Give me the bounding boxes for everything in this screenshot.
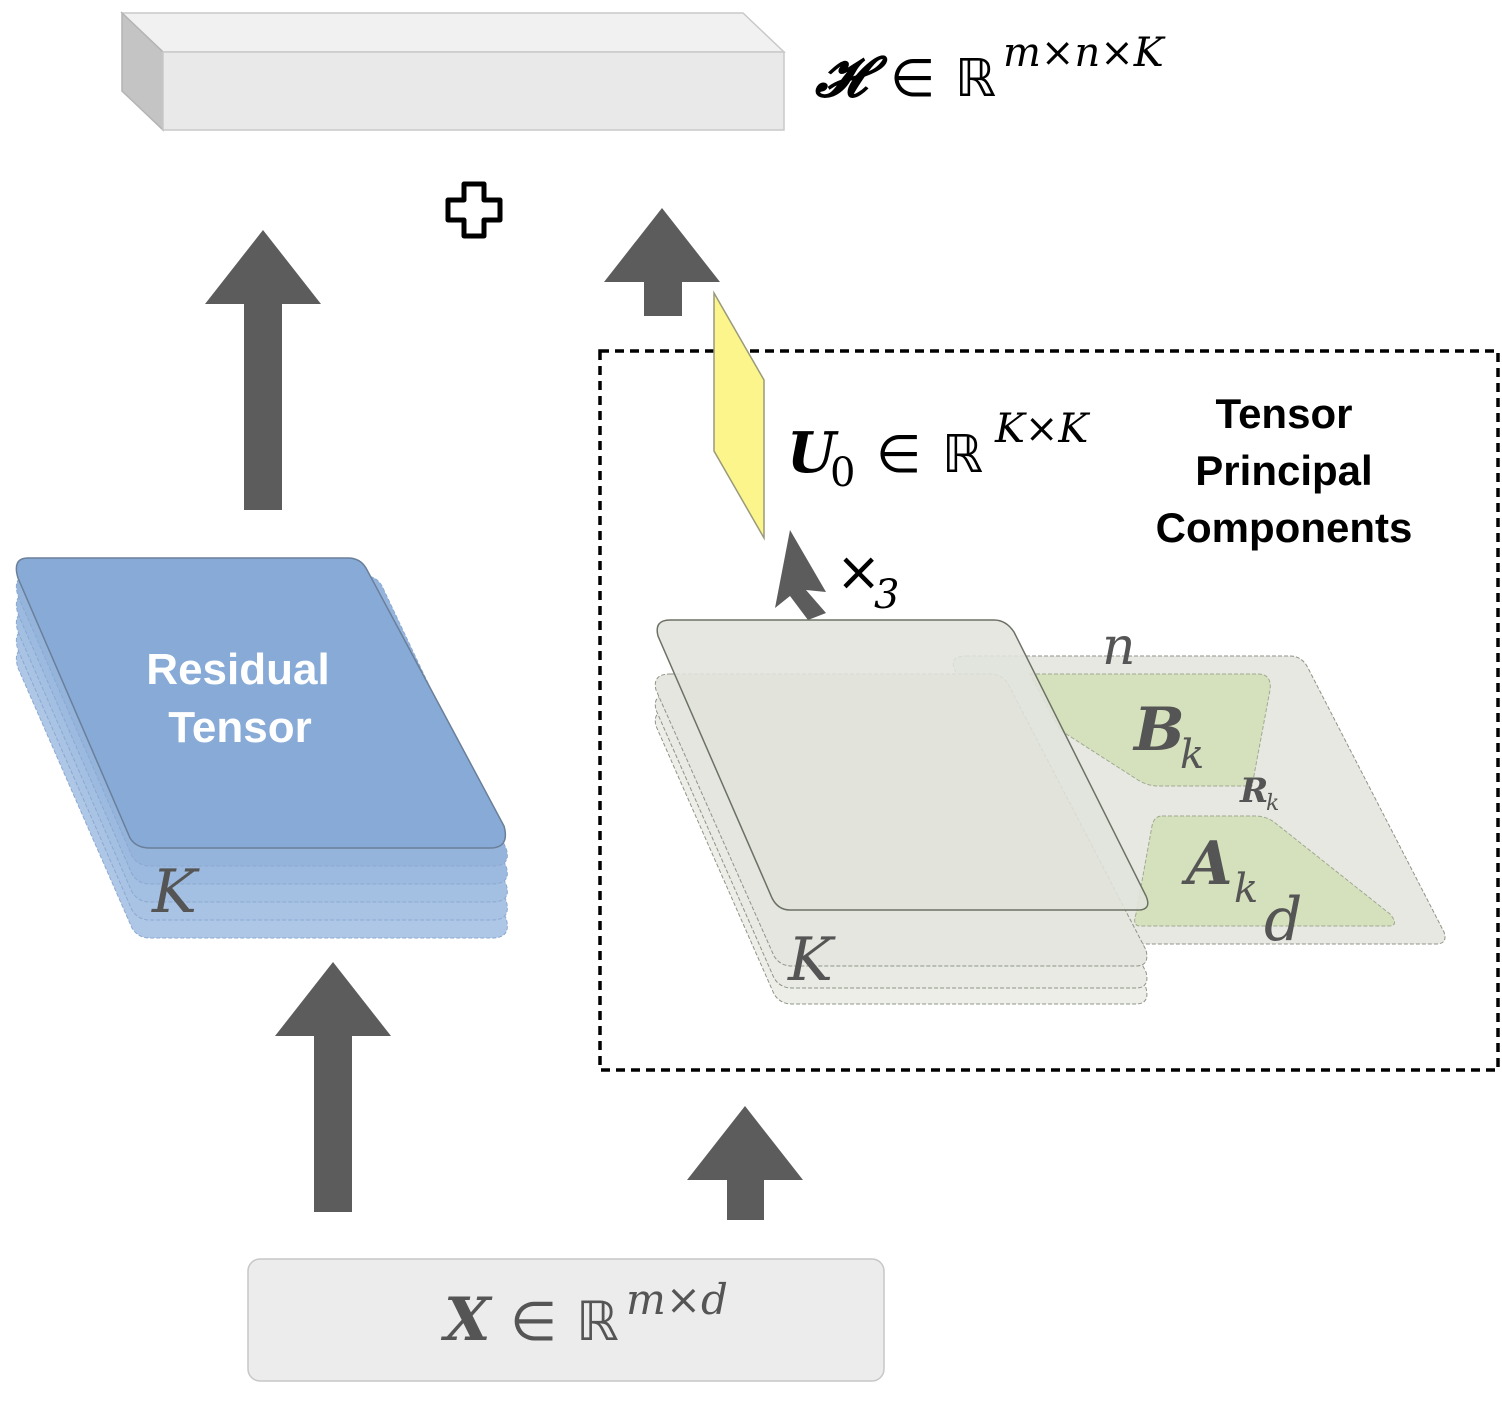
svg-text:B: B xyxy=(1132,695,1185,765)
d-dimension-label: d xyxy=(1264,885,1302,955)
svg-text:k: k xyxy=(1266,791,1279,816)
svg-text:𝓗: 𝓗 xyxy=(815,44,888,110)
svg-text:×: × xyxy=(836,540,881,603)
arrow-tpc-to-output xyxy=(604,208,720,316)
svg-text:A: A xyxy=(1181,829,1233,899)
tpc-title: Tensor Principal Components xyxy=(1156,390,1413,551)
b-matrix-shape xyxy=(1029,673,1271,787)
arrow-residual-to-output xyxy=(205,230,321,510)
svg-text:k: k xyxy=(1234,866,1258,912)
svg-text:∈: ∈ xyxy=(890,49,935,109)
svg-text:Tensor: Tensor xyxy=(1216,390,1353,437)
tpc-stack-depth-label: K xyxy=(787,925,836,995)
svg-text:Principal: Principal xyxy=(1195,447,1372,494)
svg-text:K×K: K×K xyxy=(994,406,1090,452)
input-block xyxy=(247,1258,885,1382)
a-matrix-label: A k xyxy=(1181,829,1258,912)
svg-text:ℝ: ℝ xyxy=(955,49,996,109)
mode-product-arrow xyxy=(775,530,826,620)
output-formula: 𝓗 ∈ ℝ m×n×K xyxy=(815,30,1166,110)
residual-label-line1: Residual xyxy=(146,645,329,694)
svg-text:ℝ: ℝ xyxy=(576,1290,619,1353)
plus-icon xyxy=(445,181,503,239)
arrow-input-to-tpc xyxy=(687,1106,803,1220)
input-formula: X ∈ ℝ m×d xyxy=(440,1275,728,1355)
mode-product-label: × 3 xyxy=(836,540,899,618)
svg-text:k: k xyxy=(1180,732,1204,778)
n-dimension-label: n xyxy=(1102,617,1136,677)
u0-matrix-shape xyxy=(713,290,765,541)
a-matrix-shape xyxy=(1134,815,1395,927)
arrow-input-to-residual xyxy=(275,962,391,1212)
svg-text:0: 0 xyxy=(830,450,855,496)
residual-label-line2: Tensor xyxy=(168,703,311,752)
svg-text:Components: Components xyxy=(1156,504,1413,551)
svg-text:m×n×K: m×n×K xyxy=(1003,30,1166,76)
svg-text:3: 3 xyxy=(874,572,899,618)
r-matrix-label: R k xyxy=(1239,771,1279,816)
svg-text:∈: ∈ xyxy=(876,425,921,485)
u0-formula: U 0 ∈ ℝ K×K xyxy=(787,406,1090,496)
residual-tensor-stack xyxy=(15,557,508,939)
svg-text:X: X xyxy=(440,1285,493,1355)
output-tensor-block xyxy=(120,11,786,132)
svg-text:R: R xyxy=(1239,771,1268,811)
tpc-slab-stack xyxy=(654,619,1149,1005)
b-matrix-label: B k xyxy=(1132,695,1204,778)
svg-text:∈: ∈ xyxy=(510,1290,557,1353)
svg-text:ℝ: ℝ xyxy=(942,425,983,485)
svg-text:U: U xyxy=(787,420,839,486)
residual-depth-label: K xyxy=(151,857,200,927)
svg-text:m×d: m×d xyxy=(626,1275,728,1324)
